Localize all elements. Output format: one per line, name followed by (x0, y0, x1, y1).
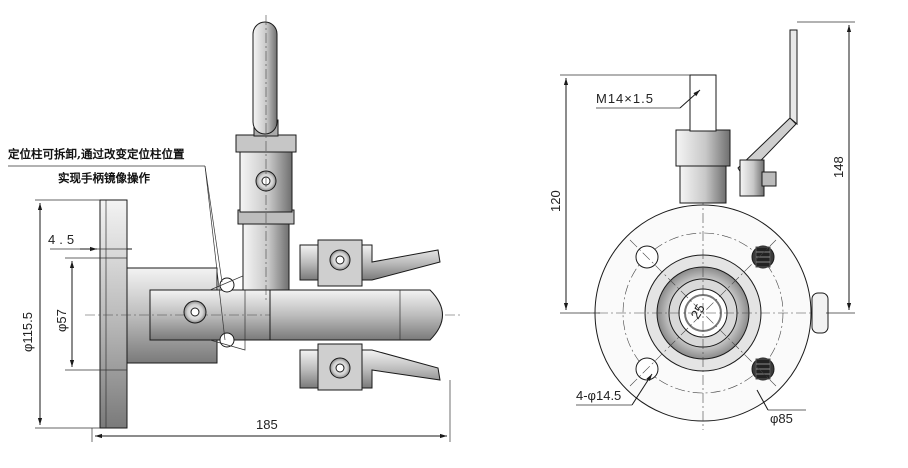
dimension-4-5: 4.5 (48, 232, 132, 252)
dim-148-label: 148 (831, 156, 846, 178)
bolt-head-top-right (751, 245, 775, 269)
outlet-nozzle (269, 289, 443, 341)
dimension-148: 148 (797, 21, 855, 314)
dim-120-label: 120 (548, 190, 563, 212)
dimension-bolt-holes: 4-φ14.5 (576, 373, 653, 406)
annotation-note-line2: 实现手柄镜像操作 (58, 171, 150, 185)
bolt-head-bottom-right (751, 357, 775, 381)
side-view (85, 15, 460, 429)
top-pipe (689, 74, 717, 132)
dimension-phi85: φ85 (756, 389, 806, 426)
flange-plate (99, 199, 128, 429)
front-view (580, 29, 830, 430)
dimension-phi57: φ57 (54, 257, 127, 371)
note-leader (204, 165, 226, 341)
dimension-185: 185 (91, 380, 451, 442)
valve-handle (252, 21, 278, 135)
dim-4-5-label: 4.5 (48, 232, 78, 247)
top-connector (679, 164, 727, 204)
dim-phi115-5-label: φ115.5 (20, 312, 35, 352)
dimension-phi115-5: φ115.5 (20, 199, 100, 429)
bolt-holes-label: 4-φ14.5 (576, 388, 621, 403)
dim-phi57-label: φ57 (54, 309, 69, 332)
dimension-m14: M14×1.5 (596, 89, 701, 109)
thread-label: M14×1.5 (596, 91, 654, 106)
lever-nut (739, 159, 765, 197)
dim-phi85-label: φ85 (770, 411, 793, 426)
side-stub (811, 292, 829, 334)
annotation-note-line1: 定位柱可拆卸,通过改变定位柱位置 (8, 147, 185, 161)
dimension-120: 120 (548, 74, 690, 314)
dim-185-label: 185 (256, 417, 278, 432)
bore-label: 25 (688, 301, 708, 321)
